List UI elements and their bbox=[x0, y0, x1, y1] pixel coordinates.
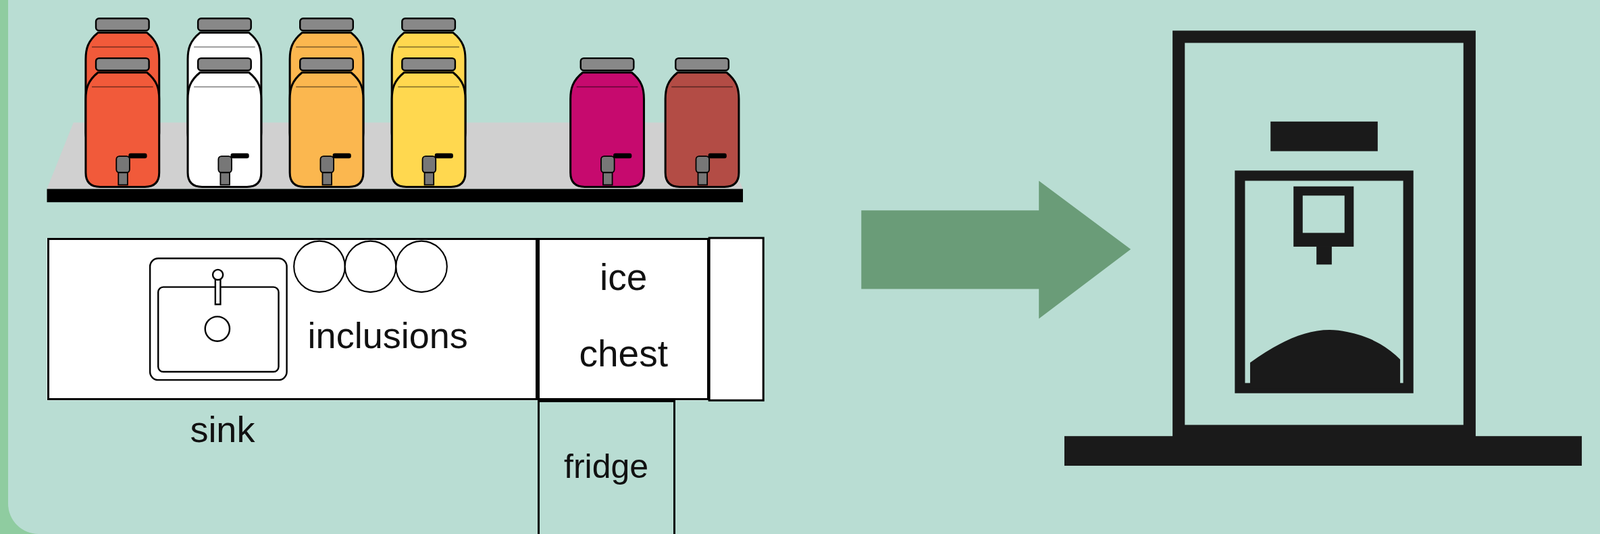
counter-cell: inclusions bbox=[47, 237, 539, 400]
sink-symbol bbox=[149, 257, 287, 380]
drink-dispenser bbox=[665, 58, 739, 187]
fridge-fill bbox=[537, 399, 676, 534]
flow-arrow bbox=[861, 180, 1131, 319]
fridge-box: fridge bbox=[537, 399, 676, 534]
inclusion-bins bbox=[293, 241, 448, 293]
drink-dispenser bbox=[570, 58, 645, 187]
ice-machine bbox=[1064, 36, 1582, 466]
box-label: inclusions bbox=[307, 314, 469, 356]
jar-row bbox=[85, 18, 739, 187]
drink-dispenser bbox=[187, 58, 262, 187]
drink-dispenser bbox=[85, 58, 160, 187]
drink-dispenser bbox=[391, 58, 466, 187]
part-label: sink bbox=[189, 407, 255, 450]
shelf-edge bbox=[47, 189, 744, 203]
counter-fill bbox=[47, 237, 764, 400]
box-label: fridge bbox=[563, 447, 649, 487]
counter-end-cell bbox=[709, 237, 764, 400]
box-label: ice chest bbox=[565, 239, 681, 393]
ice-chest-cell: ice chest bbox=[537, 237, 710, 400]
drink-dispenser bbox=[289, 58, 364, 187]
